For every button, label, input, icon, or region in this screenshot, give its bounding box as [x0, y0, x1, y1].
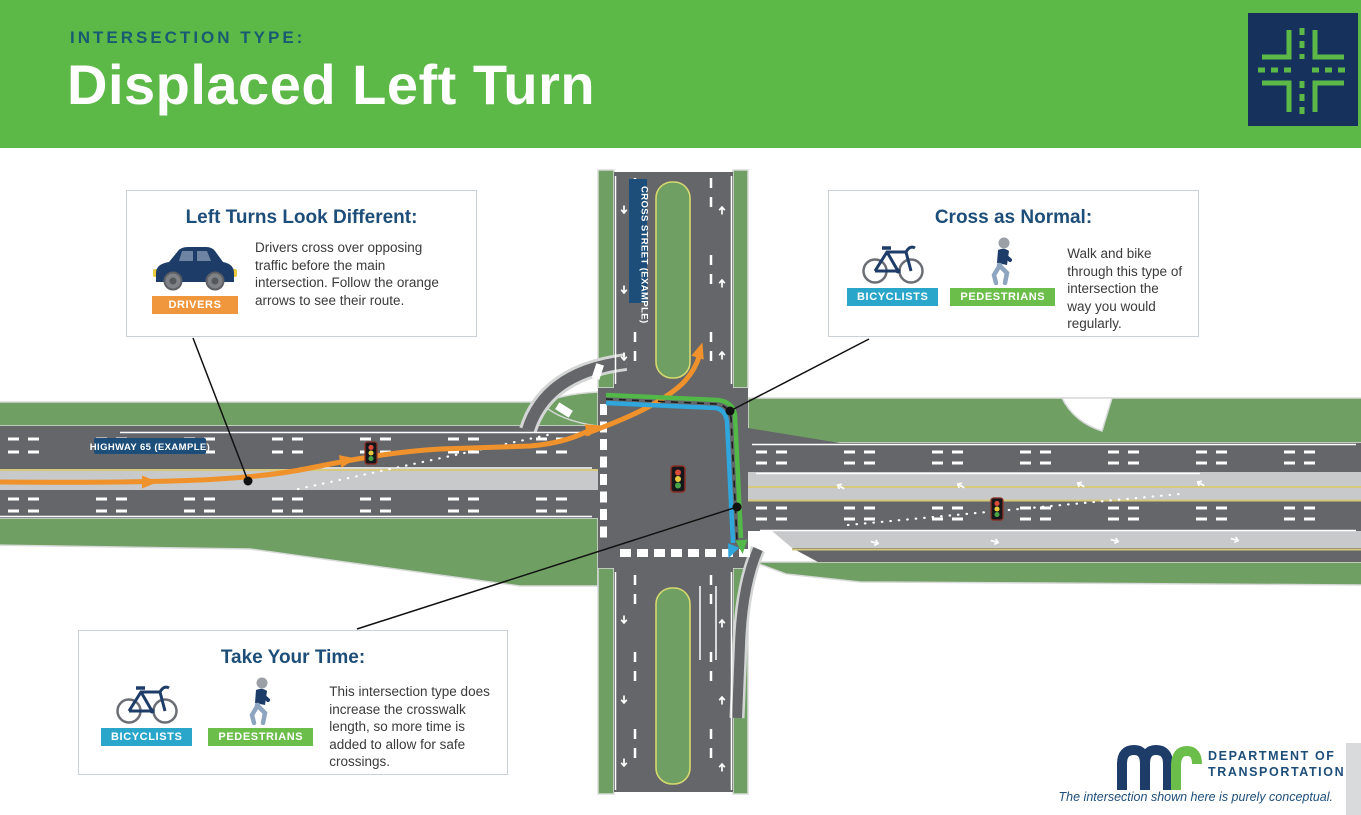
traffic-light-west	[364, 441, 378, 465]
green-verges	[0, 169, 1361, 795]
pedestrians-figure: PEDESTRIANS	[208, 677, 314, 746]
mn-logo-icon	[1117, 744, 1202, 790]
callout-title: Left Turns Look Different:	[185, 207, 418, 228]
intersection-logo	[1248, 13, 1358, 126]
svg-text:CROSS STREET (EXAMPLE): CROSS STREET (EXAMPLE)	[639, 186, 650, 324]
intersection-cross-icon	[1258, 28, 1348, 114]
highway-65-label: HIGHWAY 65 (EXAMPLE)	[90, 438, 210, 454]
callout-title: Cross as Normal:	[934, 207, 1093, 228]
department-line1: DEPARTMENT OF	[1208, 749, 1336, 763]
bicycle-icon	[115, 685, 178, 724]
callout-title: Take Your Time:	[220, 647, 366, 668]
pedestrian-icon	[991, 237, 1012, 285]
svg-text:HIGHWAY 65 (EXAMPLE): HIGHWAY 65 (EXAMPLE)	[90, 442, 210, 453]
cross-street-medians	[655, 181, 691, 785]
conceptual-disclaimer: The intersection shown here is purely co…	[1058, 790, 1333, 804]
header-banner: INTERSECTION TYPE: Displaced Left Turn	[0, 0, 1361, 148]
bicycle-icon	[861, 245, 924, 284]
traffic-light-center	[670, 465, 686, 493]
bicyclists-badge: BICYCLISTS	[847, 288, 939, 306]
traffic-light-east	[990, 497, 1004, 521]
callout-body: This intersection type does increase the…	[329, 684, 490, 770]
bicyclists-figure: BICYCLISTS	[847, 237, 939, 306]
se-ramp-road	[732, 547, 763, 719]
pedestrians-badge: PEDESTRIANS	[208, 728, 314, 746]
callout-left-turns: Left Turns Look Different: DRIVERS Drive…	[126, 190, 477, 337]
callout-cross-as-normal: Cross as Normal: BICYCLISTS	[828, 190, 1199, 337]
callout-body: Walk and bike through this type of inter…	[1067, 246, 1183, 332]
dotted-guide-lines	[296, 432, 1182, 527]
department-line2: TRANSPORTATION	[1208, 765, 1346, 780]
bicyclists-badge: BICYCLISTS	[101, 728, 193, 746]
callout-body: Drivers cross over opposing traffic befo…	[255, 240, 439, 308]
lane-markings-east	[748, 443, 1361, 551]
header-kicker: INTERSECTION TYPE:	[70, 28, 306, 47]
connector-cross-normal	[729, 338, 870, 412]
bicyclists-figure: BICYCLISTS	[101, 677, 193, 746]
mndot-logo	[1116, 742, 1202, 797]
page-title: Displaced Left Turn	[67, 53, 596, 116]
drivers-figure: DRIVERS	[149, 239, 241, 314]
connector-drivers	[192, 337, 249, 482]
driver-route-arrows	[0, 340, 709, 489]
corner-gray-bar	[1346, 743, 1361, 815]
callout-connectors	[192, 337, 870, 630]
pedestrians-badge: PEDESTRIANS	[950, 288, 1056, 306]
cross-street-label: CROSS STREET (EXAMPLE)	[629, 179, 650, 324]
car-icon	[153, 247, 237, 291]
nw-ramp-road	[522, 356, 627, 432]
pedestrian-icon	[249, 677, 270, 725]
callout-take-your-time: Take Your Time: BICYCLISTS	[78, 630, 508, 775]
department-wordmark: DEPARTMENT OF TRANSPORTATION	[1208, 748, 1345, 781]
drivers-badge: DRIVERS	[152, 296, 238, 314]
pedestrians-figure: PEDESTRIANS	[950, 237, 1056, 306]
connector-take-time	[356, 506, 738, 630]
